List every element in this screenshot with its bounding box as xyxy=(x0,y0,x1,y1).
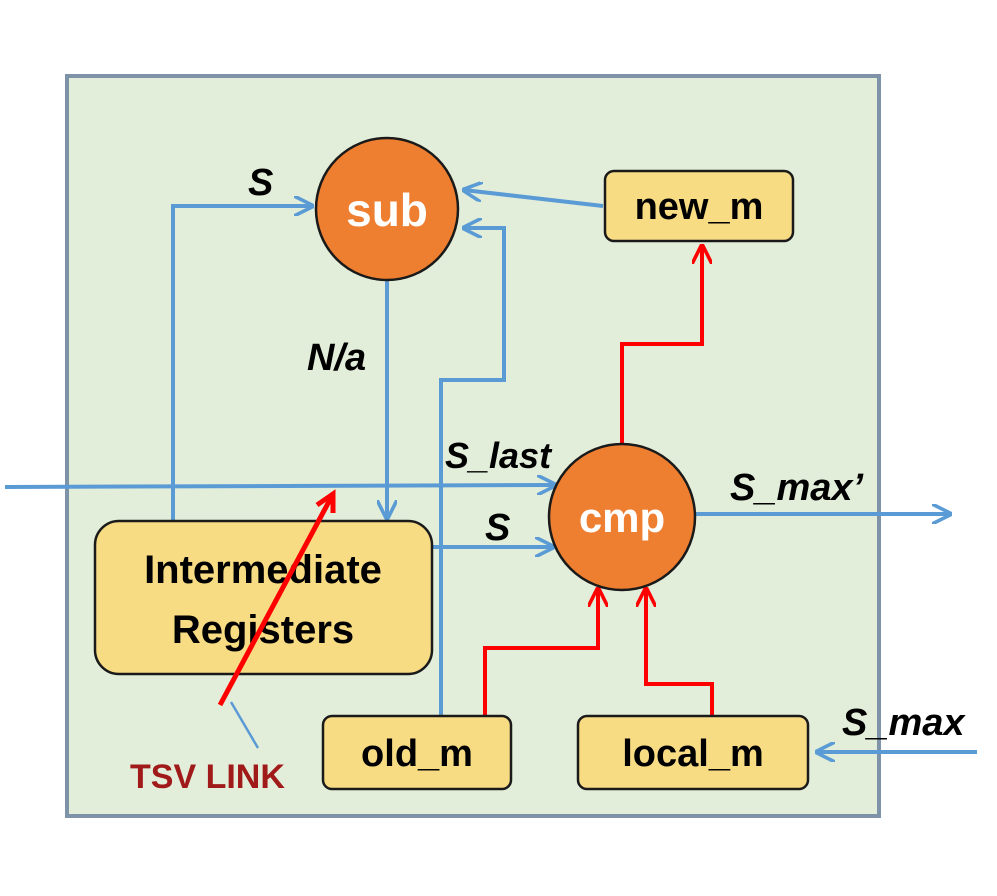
signal-s-to-cmp: S xyxy=(485,507,510,549)
tsv-link-annotation: TSV LINK xyxy=(130,489,336,796)
cmp-label: cmp xyxy=(579,494,665,541)
old-m-register: old_m xyxy=(321,714,513,791)
path-s-to-sub xyxy=(171,206,312,520)
intermediate-registers-label-line1: Intermediate xyxy=(144,548,382,592)
tsv-link-arrowhead xyxy=(315,489,336,513)
sub-operator: sub xyxy=(314,136,460,282)
path-s-last xyxy=(4,485,555,487)
old-m-label: old_m xyxy=(361,733,473,775)
local-m-register: local_m xyxy=(576,714,810,791)
signal-s-last: S_last xyxy=(445,435,553,476)
local-m-label: local_m xyxy=(622,733,764,775)
signal-s-max-prime: S_max’ xyxy=(730,467,864,509)
new-m-register: new_m xyxy=(603,169,795,243)
path-old-m-to-sub xyxy=(439,228,506,716)
path-old-m-to-cmp xyxy=(483,589,598,716)
signal-s-to-sub: S xyxy=(248,162,273,204)
cmp-operator: cmp xyxy=(547,442,697,592)
tsv-link-marker xyxy=(217,492,336,707)
tsv-link-label: TSV LINK xyxy=(130,758,285,796)
signal-s-max: S_max xyxy=(842,702,966,744)
tsv-leader-line xyxy=(229,701,260,749)
new-m-label: new_m xyxy=(635,186,764,228)
intermediate-registers: Intermediate Registers xyxy=(93,519,434,676)
path-local-m-to-cmp xyxy=(646,589,714,716)
path-cmp-to-new-m xyxy=(620,246,702,449)
signal-n-over-a: N/a xyxy=(307,337,366,379)
compare-paths xyxy=(483,246,714,716)
sub-label: sub xyxy=(346,184,428,236)
data-paths xyxy=(4,190,977,752)
path-new-m-to-sub xyxy=(464,190,604,208)
